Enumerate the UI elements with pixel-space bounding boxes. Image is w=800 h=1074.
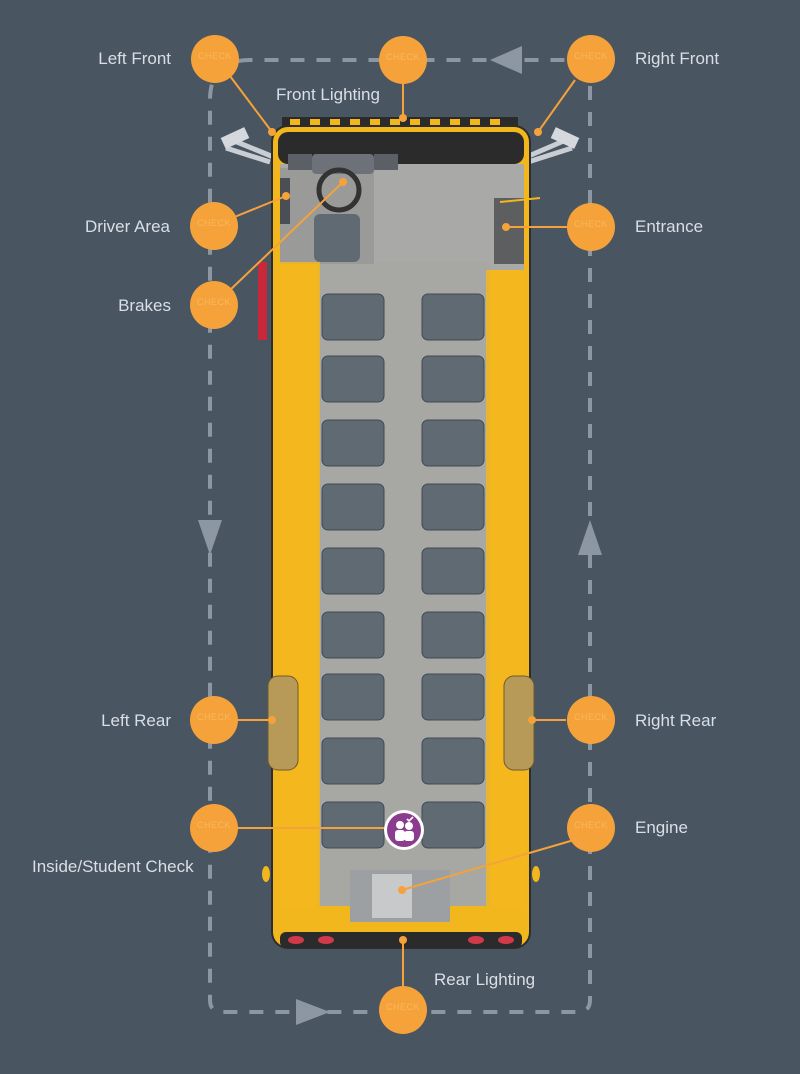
arrow-up-icon <box>578 520 602 555</box>
hotspot-rear-lighting[interactable]: CHECK <box>379 986 427 1034</box>
label-entrance: Entrance <box>635 217 704 236</box>
hotspot-text: CHECK <box>196 712 231 722</box>
wheels <box>267 675 535 771</box>
label-right-front: Right Front <box>635 49 720 68</box>
label-engine: Engine <box>635 818 688 837</box>
hotspot-left-rear[interactable]: CHECK <box>190 696 238 744</box>
entrance-door <box>494 198 524 264</box>
hotspot-text: CHECK <box>197 51 232 61</box>
label-left-rear: Left Rear <box>101 711 171 730</box>
hotspot-left-front[interactable]: CHECK <box>191 35 239 83</box>
hotspot-engine[interactable]: CHECK <box>567 804 615 852</box>
label-left-front: Left Front <box>98 49 171 68</box>
hotspot-brakes[interactable]: CHECK <box>190 281 238 329</box>
hotspot-entrance[interactable]: CHECK <box>567 203 615 251</box>
hotspot-text: CHECK <box>385 1002 420 1012</box>
side-mirrors <box>225 137 573 165</box>
label-driver-area: Driver Area <box>84 217 170 236</box>
hotspot-text: CHECK <box>573 51 608 61</box>
hotspot-text: CHECK <box>573 219 608 229</box>
leader-dots <box>268 114 542 944</box>
arrow-right-icon <box>296 999 330 1025</box>
hotspot-text: CHECK <box>385 52 420 62</box>
hotspot-text: CHECK <box>196 297 231 307</box>
hotspot-text: CHECK <box>196 218 231 228</box>
label-inside-student-check: Inside/Student Check <box>32 857 194 876</box>
hotspot-driver-area[interactable]: CHECK <box>190 202 238 250</box>
leader-lines <box>227 75 576 988</box>
seats <box>321 293 485 849</box>
steering-wheel-icon <box>316 167 362 213</box>
label-rear-lighting: Rear Lighting <box>434 970 536 989</box>
hotspot-text: CHECK <box>573 712 608 722</box>
hotspot-inside-student-check[interactable]: CHECK <box>190 804 238 852</box>
hotspot-text: CHECK <box>196 820 231 830</box>
brake-light <box>258 262 267 340</box>
label-front-lighting: Front Lighting <box>276 85 380 104</box>
hotspot-text: CHECK <box>573 820 608 830</box>
label-right-rear: Right Rear <box>635 711 717 730</box>
hotspot-right-rear[interactable]: CHECK <box>567 696 615 744</box>
hotspot-right-front[interactable]: CHECK <box>567 35 615 83</box>
driver-seat <box>314 214 360 262</box>
arrow-left-icon <box>490 46 522 74</box>
label-brakes: Brakes <box>118 296 171 315</box>
arrow-down-icon <box>198 520 222 555</box>
hotspot-front-lighting[interactable]: CHECK <box>379 36 427 84</box>
student-check-icon <box>384 810 424 850</box>
